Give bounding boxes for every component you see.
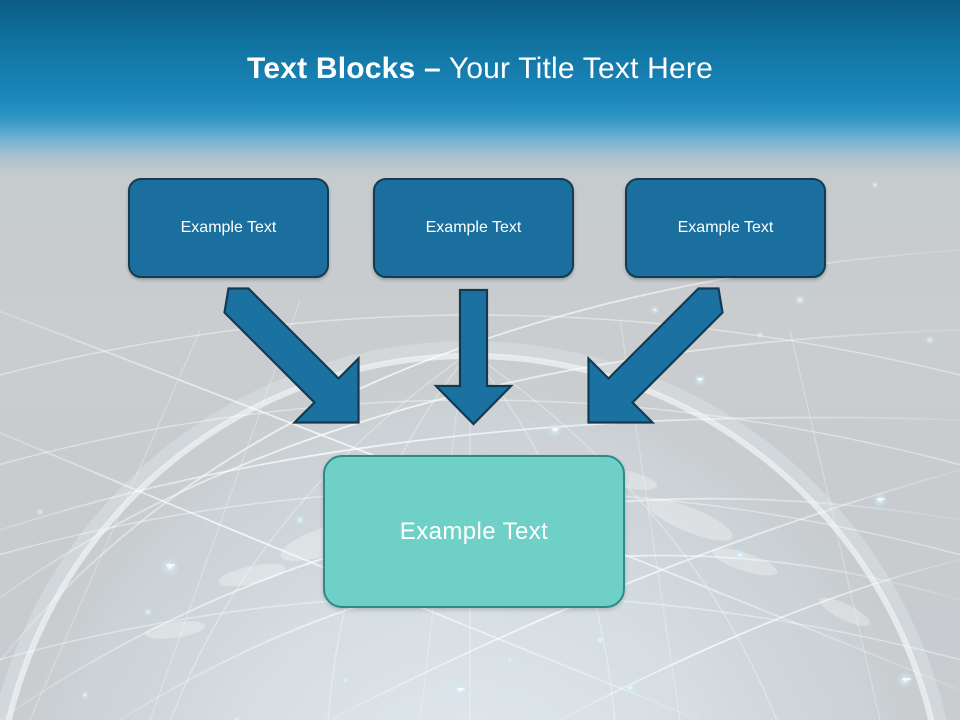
source-box-2[interactable]: Example Text <box>373 178 574 278</box>
source-box-3[interactable]: Example Text <box>625 178 826 278</box>
slide-title: Text Blocks – Your Title Text Here <box>0 50 960 88</box>
source-box-1[interactable]: Example Text <box>128 178 329 278</box>
slide-title-light: Your Title Text Here <box>440 52 713 85</box>
result-box-label: Example Text <box>399 517 549 545</box>
result-box[interactable]: Example Text <box>323 455 625 608</box>
source-box-2-label: Example Text <box>425 219 522 236</box>
slide-title-bold: Text Blocks – <box>247 52 441 85</box>
source-box-3-label: Example Text <box>677 219 774 236</box>
source-box-1-label: Example Text <box>180 219 277 236</box>
